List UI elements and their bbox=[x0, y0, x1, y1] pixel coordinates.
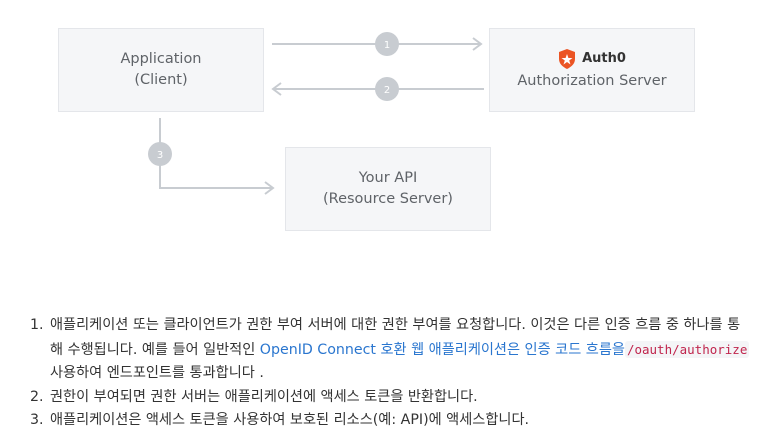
step-badge-2-label: 2 bbox=[384, 85, 390, 96]
flow-diagram: 1 2 3 Application (Client) bbox=[58, 28, 695, 231]
step-badge-3-label: 3 bbox=[157, 150, 163, 161]
openid-auth-code-flow-link[interactable]: OpenID Connect 호환 웹 애플리케이션은 인증 코드 흐름을 bbox=[259, 341, 625, 358]
client-title: Application bbox=[120, 51, 202, 67]
step-1-text-end: 사용하여 엔드포인트를 통과합니다 . bbox=[50, 365, 264, 381]
step-item-1: 1. 애플리케이션 또는 클라이언트가 권한 부여 서버에 대한 권한 부여를 … bbox=[30, 314, 750, 386]
flow-arrows: 1 2 3 bbox=[148, 32, 484, 195]
step-2-text: 권한이 부여되면 권한 서버는 애플리케이션에 액세스 토큰을 반환합니다. bbox=[50, 388, 478, 405]
client-subtitle: (Client) bbox=[134, 72, 188, 88]
auth0-shield-icon bbox=[559, 48, 576, 69]
step-badge-2: 2 bbox=[375, 77, 399, 101]
step-badge-3: 3 bbox=[148, 142, 172, 166]
auth0-logo: Auth0 bbox=[558, 48, 626, 69]
auth0-logo-text: Auth0 bbox=[582, 51, 626, 66]
api-subtitle: (Resource Server) bbox=[323, 191, 453, 207]
step-item-2: 2. 권한이 부여되면 권한 서버는 애플리케이션에 액세스 토큰을 반환합니다… bbox=[30, 386, 750, 410]
step-number-1: 1. bbox=[30, 317, 44, 333]
step-badge-1: 1 bbox=[375, 32, 399, 56]
step-3-text: 애플리케이션은 액세스 토큰을 사용하여 보호된 리소스(예: API)에 액세… bbox=[50, 412, 530, 428]
step-number-3: 3. bbox=[30, 412, 44, 428]
step-item-3: 3. 애플리케이션은 액세스 토큰을 사용하여 보호된 리소스(예: API)에… bbox=[30, 409, 750, 433]
step-1-text: 애플리케이션 또는 클라이언트가 권한 부여 서버에 대한 권한 부여를 요청합… bbox=[50, 317, 741, 358]
step-number-2: 2. bbox=[30, 388, 44, 405]
arrow-api-access bbox=[159, 118, 275, 195]
steps-list: 1. 애플리케이션 또는 클라이언트가 권한 부여 서버에 대한 권한 부여를 … bbox=[30, 314, 750, 433]
authorization-server-box: Auth0 Authorization Server bbox=[489, 28, 695, 112]
api-title: Your API bbox=[358, 170, 418, 186]
authorize-endpoint-code: /oauth/authorize bbox=[624, 340, 750, 358]
api-box: Your API (Resource Server) bbox=[285, 147, 491, 231]
client-box: Application (Client) bbox=[58, 28, 264, 112]
step-badge-1-label: 1 bbox=[384, 40, 390, 51]
authorization-server-label: Authorization Server bbox=[517, 73, 667, 89]
